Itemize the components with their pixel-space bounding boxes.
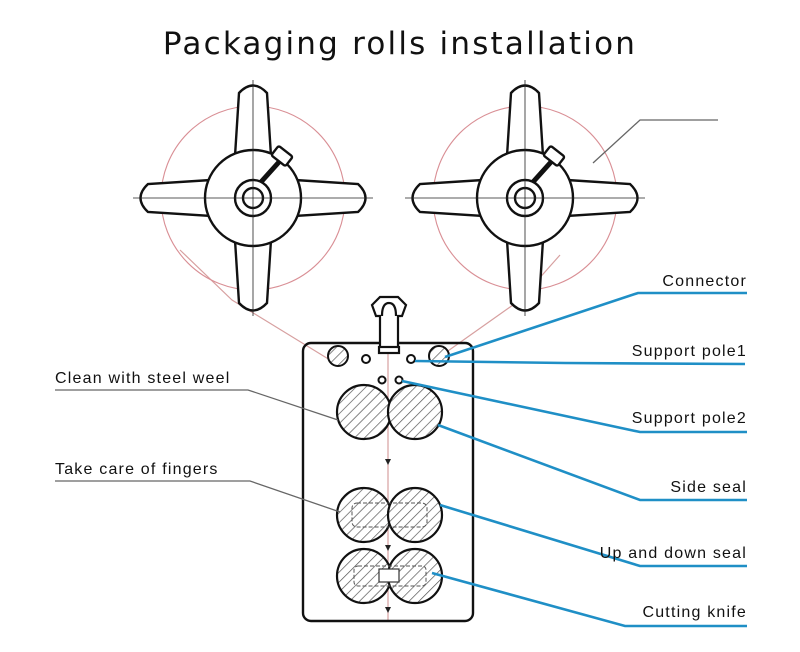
support-pole1-right (406, 354, 416, 364)
leader-take-care-of-fingers (55, 480, 341, 513)
label-up-and-down-seal: Up and down seal (600, 545, 747, 562)
left-film-roll (133, 80, 373, 316)
leader-up-and-down-seal (439, 503, 747, 568)
connector (370, 295, 408, 355)
cutting-knife-rollers (335, 547, 444, 605)
leader-connector (444, 291, 747, 359)
left-leader-lines (55, 119, 718, 513)
right-film-roll (405, 80, 645, 316)
right-roll-centerlines (405, 80, 645, 316)
left-tension-bar (327, 345, 349, 367)
diagram-title: Packaging rolls installation (162, 26, 638, 62)
label-take-care-of-fingers: Take care of fingers (55, 461, 219, 478)
support-pole2-right (394, 375, 404, 385)
leader-side-seal (437, 423, 747, 502)
leader-film-roll (592, 119, 718, 164)
label-connector: Connector (662, 273, 747, 290)
leader-support-pole2 (401, 379, 747, 434)
up-down-seal-rollers (335, 486, 444, 544)
leader-cutting-knife (431, 571, 747, 628)
leader-support-pole1 (414, 359, 746, 366)
cutting-blade (378, 568, 400, 583)
label-side-seal: Side seal (670, 479, 747, 496)
label-support-pole2: Support pole2 (632, 410, 747, 427)
support-pole1-left (361, 354, 371, 364)
label-clean-with-steel-weel: Clean with steel weel (55, 370, 231, 387)
label-cutting-knife: Cutting knife (642, 604, 747, 621)
left-roll-centerlines (133, 80, 373, 316)
label-support-pole1: Support pole1 (632, 343, 747, 360)
right-leader-lines (401, 291, 747, 628)
side-seal-rollers (335, 383, 444, 441)
support-pole2-left (377, 375, 387, 385)
leader-clean-with-steel-weel (55, 389, 339, 421)
film-path-left (179, 249, 331, 361)
